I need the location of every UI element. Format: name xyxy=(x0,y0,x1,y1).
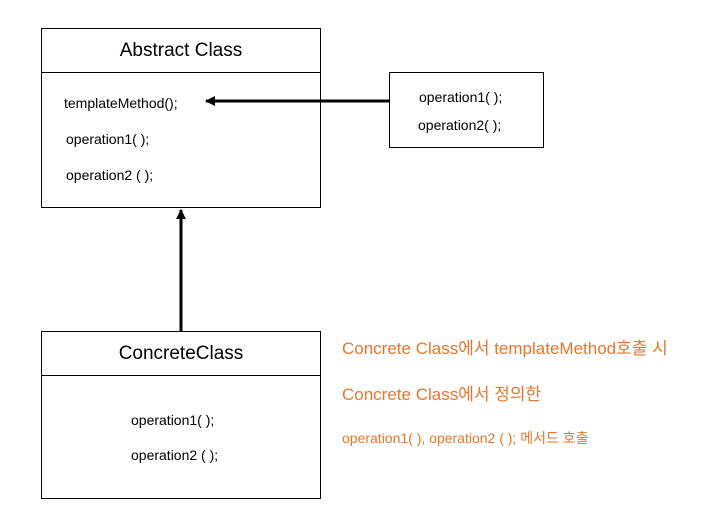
concrete-method-operation1: operation1( ); xyxy=(131,412,215,428)
abstract-class-box: Abstract Class templateMethod(); operati… xyxy=(41,28,321,208)
operations-box-operation2: operation2( ); xyxy=(418,117,502,133)
concrete-class-title: ConcreteClass xyxy=(42,332,320,376)
abstract-class-title: Abstract Class xyxy=(42,29,320,73)
abstract-method-operation1: operation1( ); xyxy=(66,131,150,147)
abstract-method-operation2: operation2 ( ); xyxy=(66,167,154,183)
concrete-class-box: ConcreteClass operation1( ); operation2 … xyxy=(41,331,321,499)
operations-box-operation1: operation1( ); xyxy=(419,89,503,105)
concrete-method-operation2: operation2 ( ); xyxy=(131,447,219,463)
operations-box: operation1( ); operation2( ); xyxy=(389,72,544,148)
note-line-2: Concrete Class에서 정의한 xyxy=(342,385,542,404)
note-line-1: Concrete Class에서 templateMethod호출 시 xyxy=(342,339,668,358)
abstract-method-template: templateMethod(); xyxy=(64,95,178,111)
note-line-3: operation1( ), operation2 ( ); 메서드 호출 xyxy=(342,430,589,446)
